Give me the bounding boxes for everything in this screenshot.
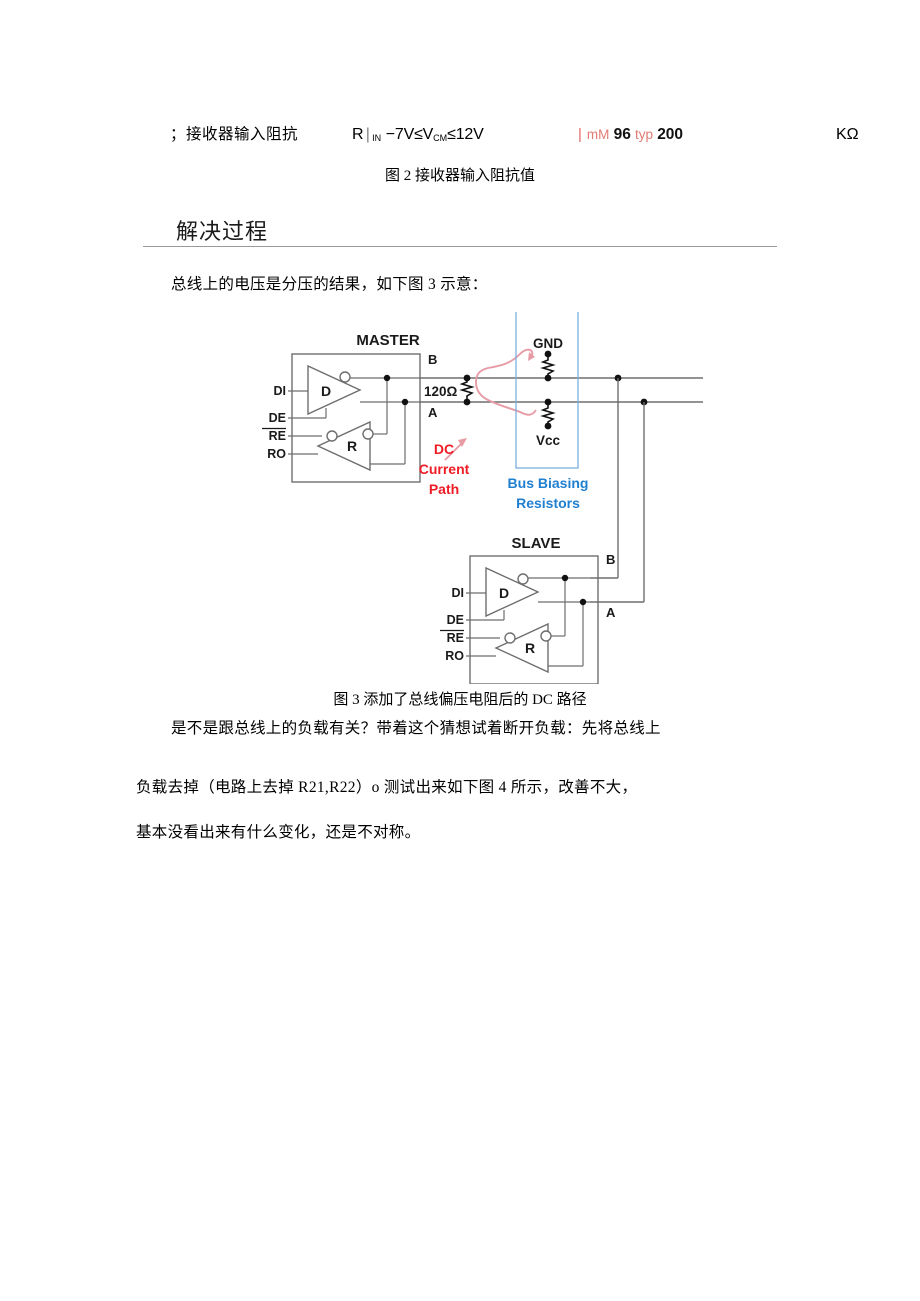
spec-parameter-label: ；接收器输入阻抗: [170, 126, 299, 143]
master-receiver-bubble: [362, 428, 374, 440]
master-receiver-label: R: [347, 438, 357, 454]
termination-node-top: [463, 374, 471, 382]
dc-annotation-line-2: Current: [419, 461, 470, 477]
master-driver-triangle: [307, 364, 362, 416]
slave-driver-triangle: [485, 566, 540, 618]
master-pin-di: DI: [274, 384, 287, 398]
figure-3-circuit-diagram: MASTER DI DE RE RO D: [248, 312, 718, 684]
spec-condition-subscript: CM: [433, 133, 448, 143]
master-receiver-triangle: [316, 420, 371, 472]
dc-current-path-arrowhead-top: [528, 352, 535, 361]
master-receiver-enable-bubble: [326, 430, 338, 442]
bias-gnd-label: GND: [533, 336, 563, 351]
spec-symbol-subscript: IN: [372, 133, 382, 143]
section-heading: 解决过程: [176, 219, 269, 244]
master-title-label: MASTER: [356, 332, 420, 349]
slave-title-label: SLAVE: [512, 535, 561, 552]
slave-bus-label-a: A: [606, 605, 616, 620]
spec-symbol-bar: |: [365, 126, 371, 143]
bias-resistor-vcc-zigzag: [540, 405, 556, 426]
dc-current-path-loop: [475, 348, 537, 416]
slave-pin-di: DI: [452, 586, 465, 600]
master-node-b: [383, 374, 391, 382]
bus-biasing-label-line-2: Resistors: [516, 495, 580, 511]
slave-node-a: [579, 598, 587, 606]
master-bus-label-b: B: [428, 352, 437, 367]
bus-biasing-label-line-1: Bus Biasing: [508, 475, 589, 491]
spec-symbol-r: R: [352, 126, 364, 143]
bias-top-node-upper: [544, 350, 552, 358]
slave-driver-bubble: [517, 573, 529, 585]
slave-receiver-label: R: [525, 640, 535, 656]
spec-typ-value: 200: [657, 126, 684, 143]
spec-condition-tail: ≤12V: [447, 126, 484, 143]
slave-receiver-triangle: [494, 622, 549, 674]
spec-typ-label: typ: [635, 127, 654, 142]
bias-bottom-node-upper: [544, 398, 552, 406]
body-paragraph-line-3: 基本没看出来有什么变化，还是不对称。: [136, 824, 421, 841]
slave-receiver-bubble: [540, 630, 552, 642]
termination-node-bottom: [463, 398, 471, 406]
spec-values-cell: | mM 96 typ 200: [578, 118, 683, 152]
slave-pin-ro: RO: [445, 649, 464, 663]
bus-biasing-box: [515, 312, 579, 469]
slave-receiver-enable-bubble: [504, 632, 516, 644]
slave-node-b: [561, 574, 569, 582]
spec-cell-divider: |: [578, 126, 582, 143]
termination-value-label: 120Ω: [424, 384, 458, 399]
intro-paragraph: 总线上的电压是分压的结果，如下图 3 示意：: [171, 276, 488, 293]
spec-min-value: 96: [613, 126, 631, 143]
bias-top-node-lower: [544, 374, 552, 382]
spec-symbol-and-condition: R|IN −7V≤VCM≤12V: [352, 118, 484, 155]
slave-pin-re: RE: [447, 631, 464, 645]
master-bus-label-a: A: [428, 405, 438, 420]
dc-annotation-line-1: DC: [434, 441, 454, 457]
figure-2-caption: 图 2 接收器输入阻抗值: [384, 168, 535, 184]
slave-bus-label-b: B: [606, 552, 615, 567]
dc-current-path-pointer: [444, 441, 464, 461]
bias-bottom-node-lower: [544, 422, 552, 430]
bias-vcc-label: Vcc: [536, 433, 561, 448]
master-node-a: [401, 398, 409, 406]
section-heading-rule: [143, 246, 777, 247]
spec-condition-head: −7V≤V: [385, 126, 434, 143]
slave-pin-de: DE: [447, 613, 464, 627]
spec-min-label: mM: [586, 127, 610, 142]
master-pin-de: DE: [269, 411, 286, 425]
master-driver-bubble: [339, 371, 351, 383]
spec-table-row: ；接收器输入阻抗 R|IN −7V≤VCM≤12V |mM 96 typ 200…: [0, 118, 920, 152]
body-paragraph-line-2: 负载去掉（电路上去掉 R21,R22）o 测试出来如下图 4 所示，改善不大，: [136, 779, 638, 796]
bias-resistor-gnd-zigzag: [540, 357, 556, 378]
master-pin-ro: RO: [267, 447, 286, 461]
slave-driver-label: D: [499, 585, 509, 601]
termination-resistor-zigzag: [459, 378, 475, 402]
spec-unit: KΩ: [836, 126, 859, 143]
master-pin-re: RE: [269, 429, 286, 443]
body-paragraph-line-1: 是不是跟总线上的负载有关？带着这个猜想试着断开负载：先将总线上: [171, 720, 661, 737]
dc-current-path-arrowhead: [458, 438, 467, 447]
figure-3-caption: 图 3 添加了总线偏压电阻后的 DC 路径: [333, 692, 587, 708]
dc-annotation-line-3: Path: [429, 481, 459, 497]
master-driver-label: D: [321, 383, 331, 399]
